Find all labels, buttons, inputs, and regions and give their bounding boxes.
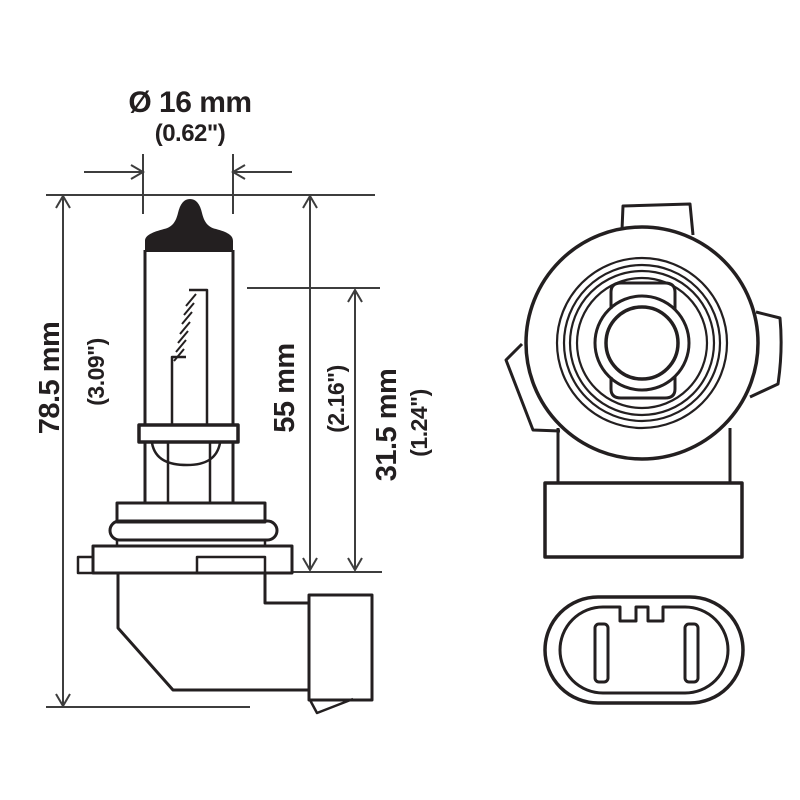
front-neck <box>556 428 732 483</box>
glass-length-label-mm: 55 mm <box>269 343 301 432</box>
keyway-tab-bottom <box>609 377 677 400</box>
arrowhead-down-icon <box>302 557 318 572</box>
lead-wires <box>166 442 212 502</box>
glass-tube-front <box>604 305 680 381</box>
keyway-tab-top <box>609 281 677 309</box>
pinch-seal <box>137 423 240 444</box>
diameter-label-in: (0.62") <box>155 120 226 147</box>
glass-dome <box>150 442 222 467</box>
side-view <box>76 199 374 715</box>
neck <box>143 442 235 503</box>
connector-view <box>543 595 745 705</box>
locking-tab-left <box>504 342 561 433</box>
arrowhead-down-icon <box>347 557 363 572</box>
glass-length-label-in: (2.16") <box>323 365 349 433</box>
o-ring <box>108 519 279 542</box>
connector-box-latch <box>308 697 354 715</box>
inner-ring <box>593 294 691 392</box>
locking-tab-top <box>620 202 695 236</box>
arrowhead-up-icon <box>347 288 363 303</box>
pin-slot-left <box>593 622 610 684</box>
filament <box>170 288 209 425</box>
glass-envelope <box>143 250 235 425</box>
base-plate <box>91 544 294 575</box>
dimension-labels: Ø 16 mm (0.62") 78.5 mm (3.09") 55 mm (2… <box>34 86 432 481</box>
bulb-tip <box>145 199 233 252</box>
dimension-annotations <box>46 154 382 708</box>
arrowhead-up-icon <box>55 194 71 209</box>
rim-rings <box>555 256 729 430</box>
overall-length-label-mm: 78.5 mm <box>34 322 66 435</box>
base-length-label-mm: 31.5 mm <box>371 369 403 482</box>
arrowhead-down-icon <box>55 693 71 708</box>
outer-rim <box>524 225 760 461</box>
connector-outline <box>543 595 745 705</box>
filament-support-right <box>189 288 209 425</box>
connector-inner-wall <box>558 605 730 695</box>
front-base-plate <box>543 481 744 559</box>
arrowhead-right-icon <box>130 164 145 180</box>
connector-box <box>307 593 374 702</box>
connector-housing-right <box>263 573 309 605</box>
filament-support-left <box>170 355 186 425</box>
overall-length-label-in: (3.09") <box>83 338 109 406</box>
front-view <box>504 202 783 559</box>
base-plate-notch <box>195 555 267 575</box>
base-length-label-in: (1.24") <box>406 389 432 457</box>
filament-coil <box>173 293 197 362</box>
base-plate-left-tab <box>76 555 95 575</box>
locking-tab-right <box>749 310 783 399</box>
base-collar-upper <box>115 501 267 524</box>
pin-slot-right <box>683 622 700 684</box>
arrowhead-left-icon <box>231 164 246 180</box>
connector-housing <box>116 573 309 692</box>
arrowhead-up-icon <box>302 194 318 209</box>
diameter-label-mm: Ø 16 mm <box>128 86 251 119</box>
